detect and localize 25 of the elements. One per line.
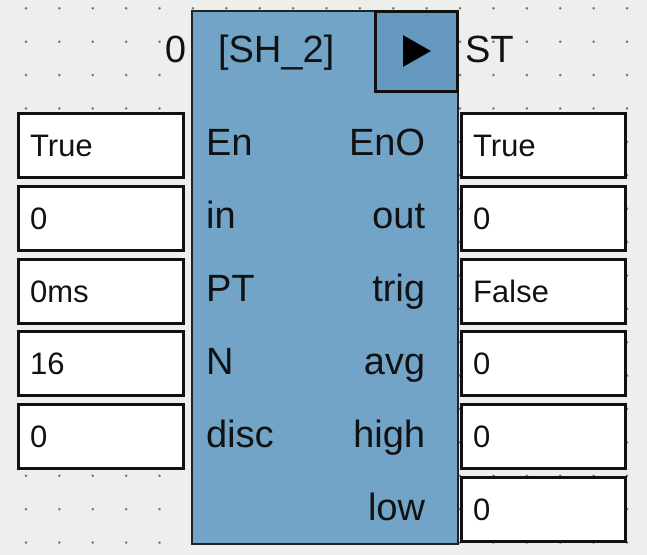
value-field: 0 <box>17 403 185 470</box>
value-field: 16 <box>17 330 185 398</box>
value-field: True <box>460 112 627 179</box>
output-pin-label: trig <box>372 270 425 308</box>
input-pin-label: disc <box>206 416 274 454</box>
output-pin-label: avg <box>364 343 425 381</box>
input-pin-label: En <box>206 124 252 162</box>
block-name: [SH_2] <box>218 30 334 68</box>
value-field: 0 <box>460 330 627 398</box>
input-pin-label: PT <box>206 270 255 308</box>
output-pin-label: high <box>353 416 425 454</box>
value-field: True <box>17 112 185 179</box>
value-field: False <box>460 258 627 325</box>
value-field: 0 <box>460 403 627 470</box>
output-pin-label: out <box>372 197 425 235</box>
input-pin-label: N <box>206 343 234 381</box>
input-pin-label: in <box>206 197 236 235</box>
value-field: 0ms <box>17 258 185 325</box>
value-field: 0 <box>460 476 627 543</box>
value-field: 0 <box>460 184 627 252</box>
execution-order-number: 0 <box>164 30 186 68</box>
value-field: 0 <box>17 184 185 252</box>
output-pin-label: EnO <box>348 124 425 162</box>
language-label: ST <box>465 30 514 68</box>
output-pin-label: low <box>368 489 425 527</box>
